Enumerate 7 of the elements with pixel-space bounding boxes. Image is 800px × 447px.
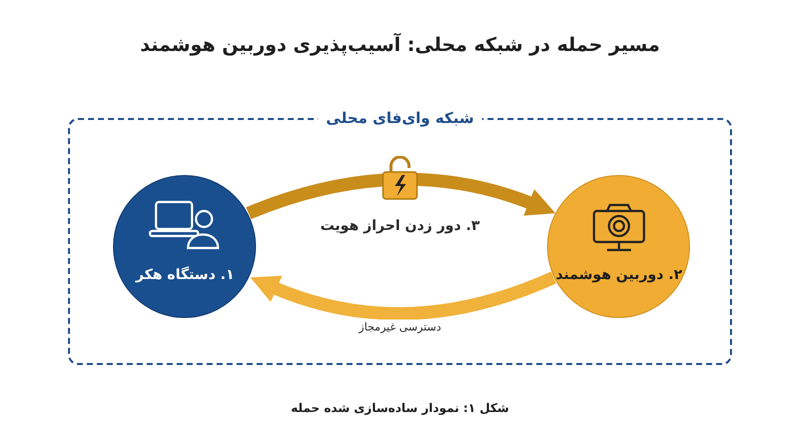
title: مسیر حمله در شبکه محلی: آسیب‌پذیری دوربین هوشمند — [140, 34, 660, 56]
node-label: ۱. دستگاه هکر — [136, 267, 234, 283]
caption: شکل ۱: نمودار ساده‌سازی شده حمله — [290, 401, 510, 415]
node-label: ۲. دوربین هوشمند — [556, 267, 682, 283]
group-heading: شبکه وای‌فای محلی — [318, 109, 482, 127]
arrow — [250, 271, 556, 320]
arrow — [246, 172, 556, 220]
